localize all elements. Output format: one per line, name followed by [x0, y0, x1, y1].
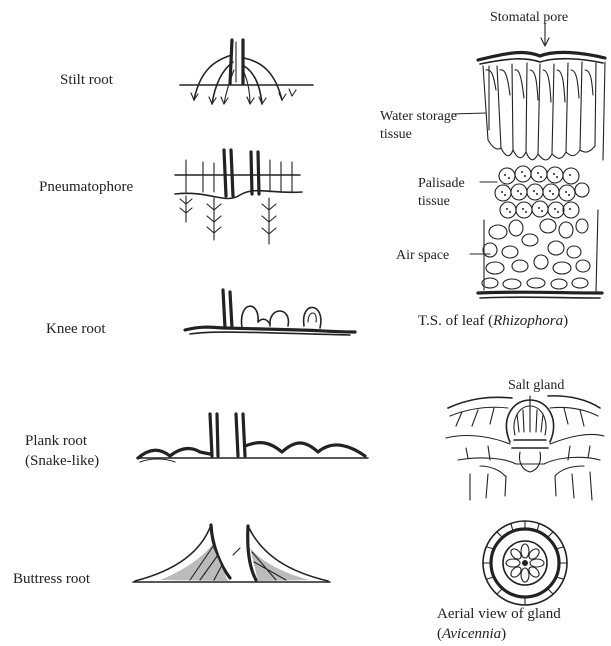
- stilt-root-drawing: [180, 40, 313, 104]
- knee-root-drawing: [185, 290, 355, 335]
- spongy-tissue: [482, 219, 590, 289]
- salt-gland-drawing: [446, 396, 604, 500]
- aerial-gland-drawing: [483, 521, 567, 605]
- pneumatophore-drawing: [175, 150, 302, 244]
- buttress-root-drawing: [133, 525, 330, 582]
- plank-root-drawing: [137, 414, 368, 462]
- leaf-section-drawing: [452, 24, 605, 298]
